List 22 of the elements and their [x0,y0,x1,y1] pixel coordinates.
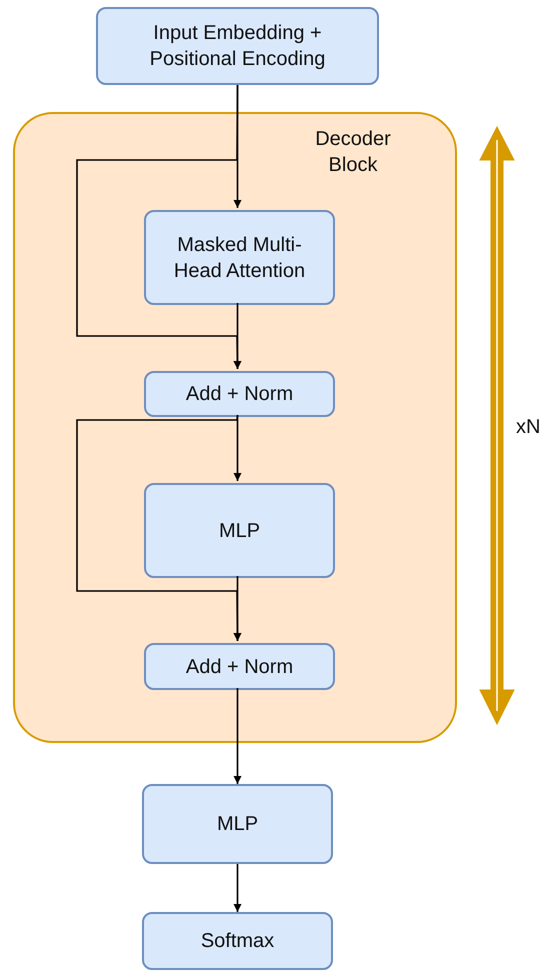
process-box [142,912,333,970]
box-label: Softmax [200,929,274,954]
arrow [234,688,242,784]
box-label: MLP [216,812,258,837]
process-box [96,7,379,85]
arrow [234,864,242,912]
box-label: MLP [218,518,260,544]
process-box [144,483,335,578]
block-container [13,112,457,743]
repeat-label: xN [516,416,540,439]
box-label: Input Embedding + Positional Encoding [148,21,326,72]
arrow [234,303,242,369]
process-box [142,784,333,864]
block-title: Decoder Block [314,127,392,178]
process-box [144,210,335,305]
box-label: Masked Multi-Head Attention [172,232,306,284]
box-label: Add + Norm [186,382,294,407]
process-box [144,643,335,690]
arrow [234,415,242,481]
arrow [234,576,242,641]
process-box [144,371,335,417]
box-label: Add + Norm [186,654,294,680]
